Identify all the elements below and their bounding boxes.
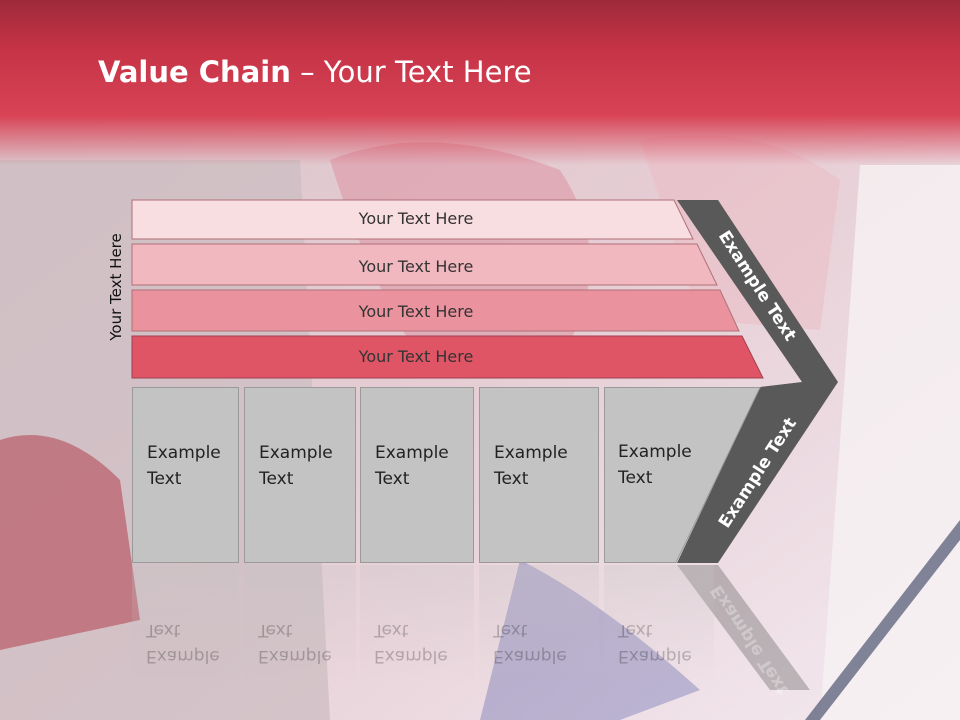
box-line1: Example [259, 443, 333, 463]
row-4-bar[interactable] [131, 335, 764, 379]
row-2-bar[interactable] [131, 243, 718, 286]
box-line1: Example [147, 443, 221, 463]
box-line1: Example [618, 442, 692, 462]
chevron-bottom[interactable] [677, 382, 838, 563]
title-banner [0, 0, 960, 165]
box-line2: Text [375, 469, 410, 489]
row-1-bar[interactable] [131, 199, 694, 240]
title-rest: – Your Text Here [290, 55, 532, 89]
chevron-top[interactable] [677, 200, 838, 382]
box-line2: Text [494, 469, 529, 489]
box-line1: Example [375, 443, 449, 463]
slide-title: Value Chain – Your Text Here [98, 55, 532, 89]
row-4-label: Your Text Here [358, 347, 474, 366]
box-line2: Text [618, 468, 653, 488]
box-line1: Example [494, 443, 568, 463]
row-2-label: Your Text Here [358, 257, 474, 276]
row-3-bar[interactable] [131, 289, 740, 332]
title-bold: Value Chain [98, 55, 291, 89]
box-line2: Text [147, 469, 182, 489]
chevron-reflection [677, 565, 810, 690]
row-1-label: Your Text Here [358, 209, 474, 228]
activity-box-5-shape[interactable] [604, 387, 764, 563]
box-line2: Text [259, 469, 294, 489]
row-3-label: Your Text Here [358, 302, 474, 321]
